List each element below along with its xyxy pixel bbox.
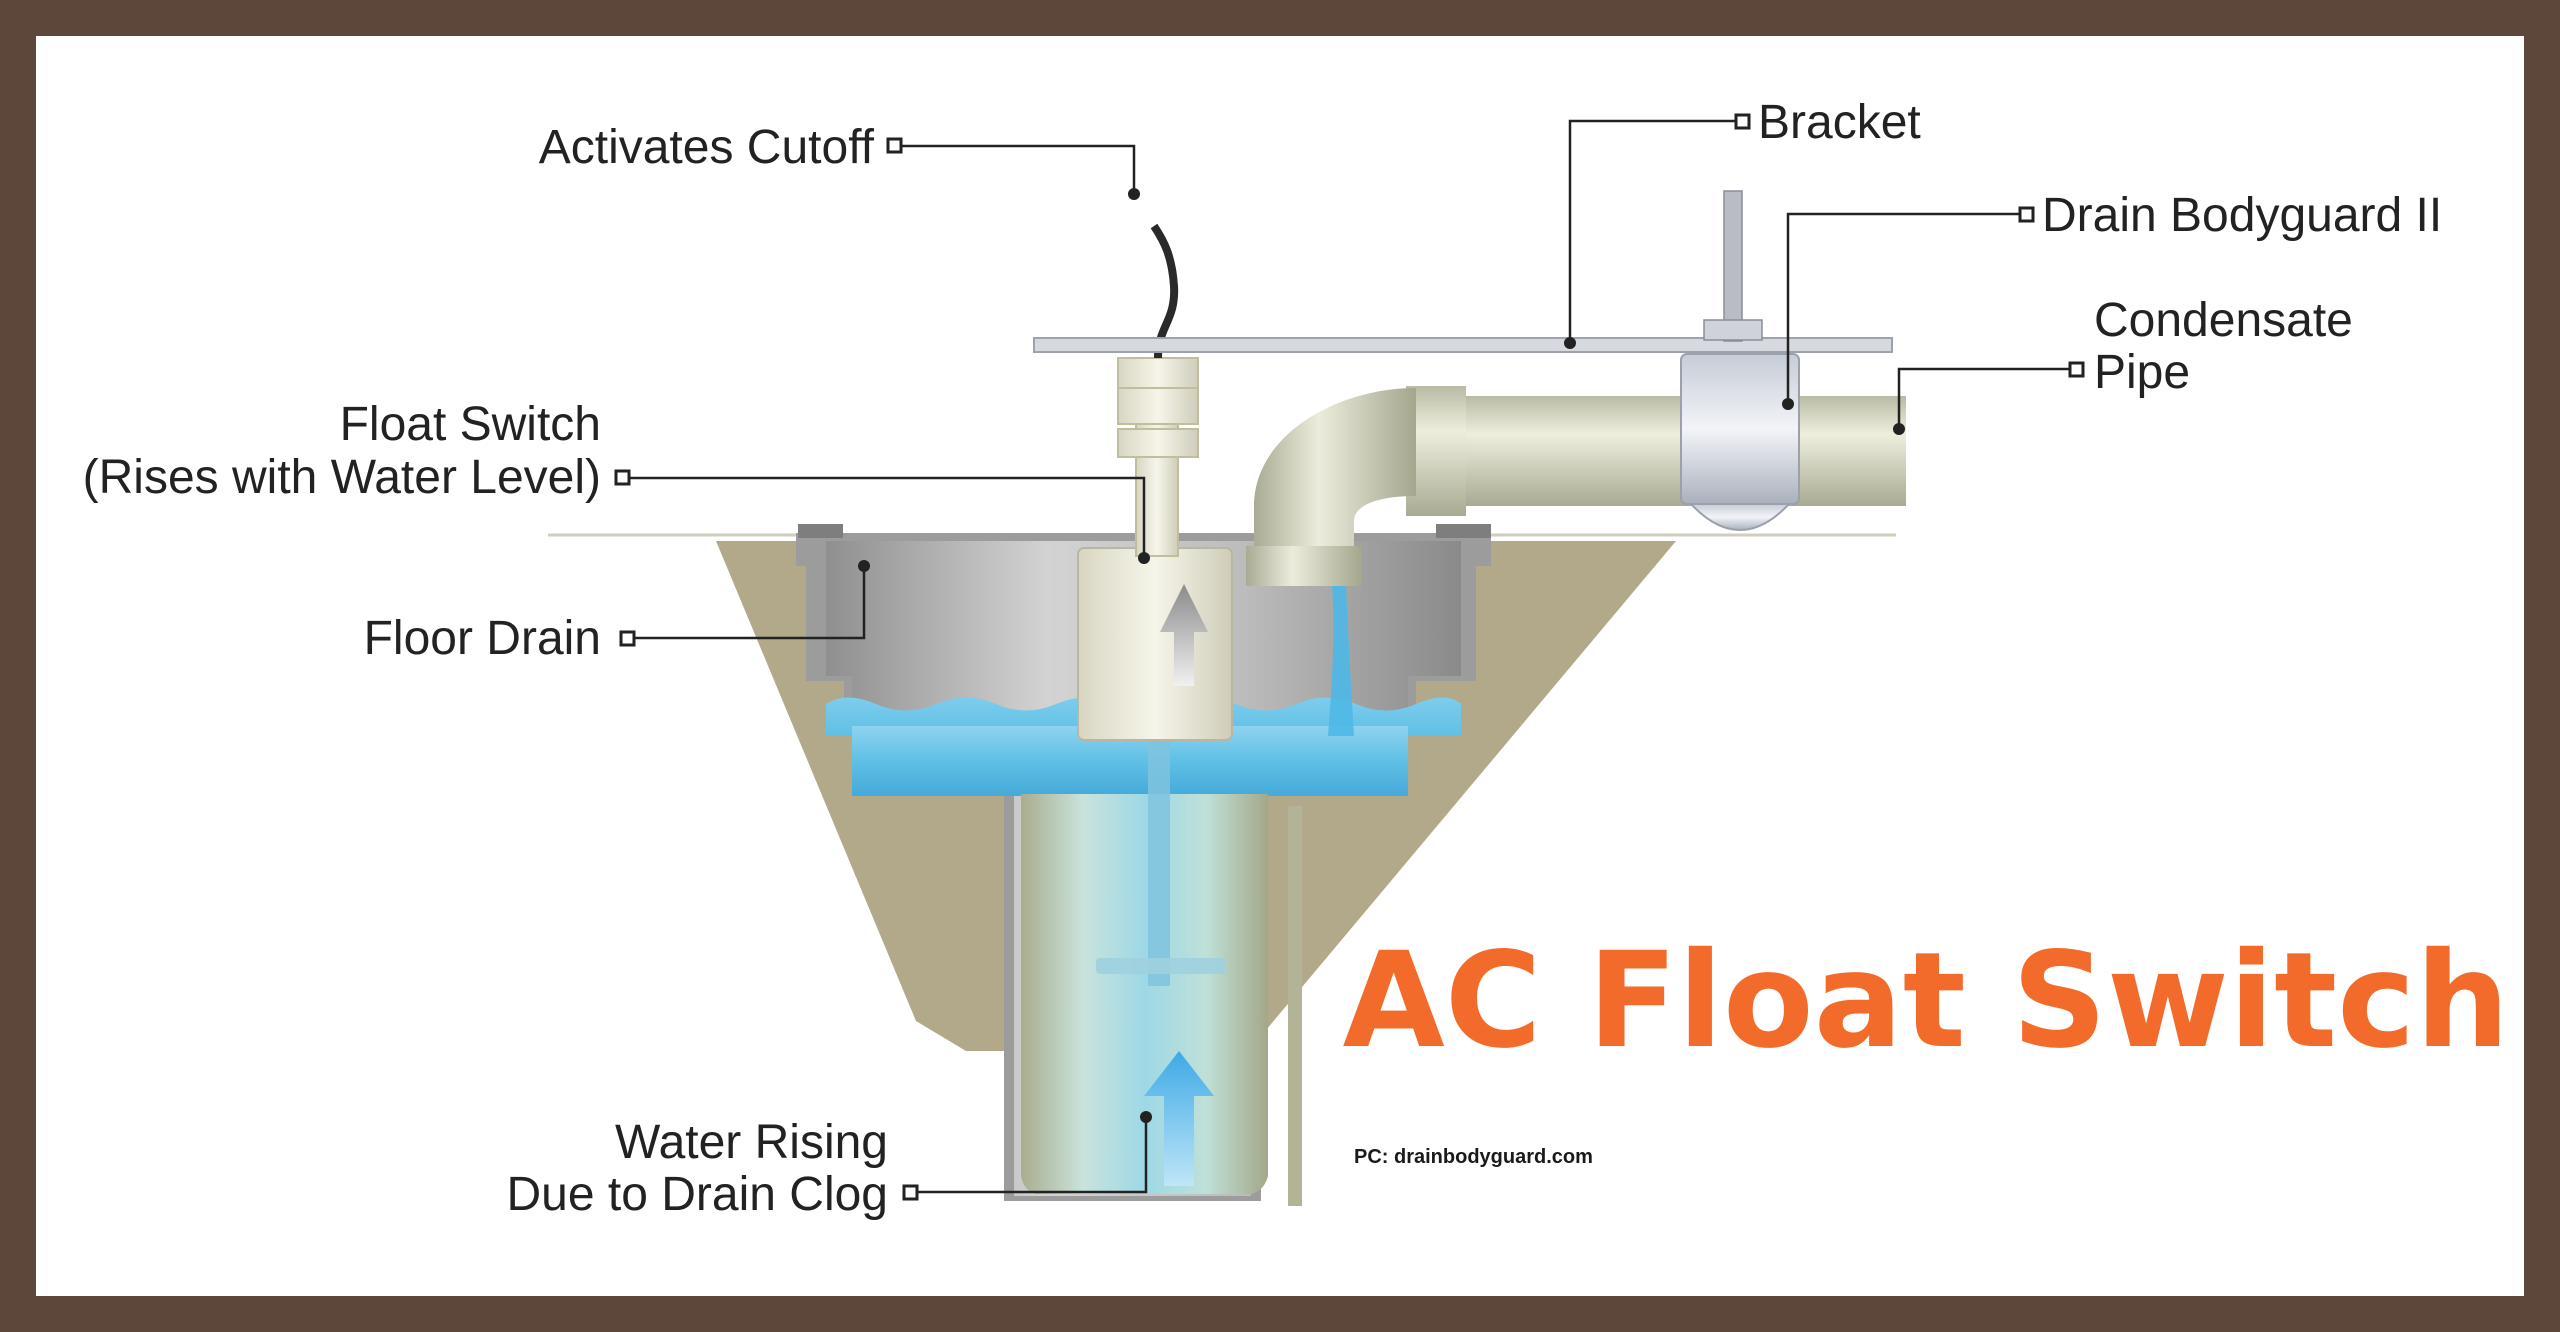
threaded-rod (1723, 190, 1743, 342)
drain-flange-left (798, 524, 843, 538)
label-water-rising-line2: Due to Drain Clog (506, 1168, 888, 1221)
float-switch-body (1077, 547, 1233, 741)
tag-bracket (1734, 113, 1751, 130)
bracket-plate (1033, 337, 1893, 353)
label-floor-drain: Floor Drain (364, 612, 601, 665)
leader-drain-bodyguard (1786, 212, 2020, 404)
dot-drain-bodyguard (1782, 398, 1794, 410)
label-float-switch-line2: (Rises with Water Level) (83, 451, 601, 504)
leader-floor-drain (631, 566, 866, 640)
diagram-frame: Activates Cutoff Bracket Drain Bodyguard… (36, 36, 2524, 1296)
pipe-elbow (1254, 388, 1416, 584)
tag-condensate-pipe (2068, 361, 2085, 378)
photo-credit: PC: drainbodyguard.com (1354, 1146, 1593, 1168)
label-bracket: Bracket (1758, 96, 1921, 149)
rod-nut (1703, 319, 1763, 341)
dot-activates-cutoff (1128, 188, 1140, 200)
dot-floor-drain (858, 560, 870, 572)
float-rise-arrow (1160, 584, 1208, 686)
leader-float-switch (626, 476, 1146, 556)
cutoff-cable (1150, 223, 1179, 359)
dot-float-switch (1138, 552, 1150, 564)
label-condensate-line1: Condensate (2094, 294, 2353, 347)
label-drain-bodyguard: Drain Bodyguard II (2042, 189, 2442, 242)
water-rising-arrow (1144, 1051, 1214, 1186)
drain-tube (1021, 794, 1268, 1194)
float-switch-nut-top (1117, 357, 1199, 389)
pipe-outlet (1246, 546, 1362, 586)
float-switch-diagram: Activates Cutoff Bracket Drain Bodyguard… (83, 96, 2510, 1221)
dot-bracket (1564, 337, 1576, 349)
tag-activates-cutoff (886, 137, 903, 154)
tag-float-switch (614, 469, 631, 486)
float-switch-nut-bottom (1117, 428, 1199, 458)
label-condensate-line2: Pipe (2094, 346, 2190, 399)
tag-floor-drain (619, 630, 636, 647)
condensate-pipe (1446, 396, 1906, 506)
drain-tube-edge (1288, 806, 1302, 1206)
dot-condensate-pipe (1893, 423, 1905, 435)
tag-water-rising (902, 1184, 919, 1201)
drain-flange-right (1436, 524, 1491, 538)
drain-bodyguard-bottom (1688, 503, 1792, 531)
diagram-title: AC Float Switch (1343, 924, 2510, 1078)
label-float-switch-line1: Float Switch (340, 398, 601, 451)
float-rod (1148, 736, 1170, 986)
leader-activates-cutoff (898, 144, 1136, 189)
dot-water-rising (1140, 1111, 1152, 1123)
leader-bracket (1568, 119, 1736, 343)
label-water-rising-line1: Water Rising (615, 1116, 888, 1169)
label-activates-cutoff: Activates Cutoff (539, 121, 875, 174)
float-switch-nut (1117, 387, 1199, 425)
tag-drain-bodyguard (2018, 206, 2035, 223)
rod-stop (1096, 958, 1226, 974)
water-drip (1328, 586, 1354, 736)
drain-bodyguard-clamp (1680, 353, 1800, 505)
leader-water-rising (916, 1117, 1148, 1194)
leader-condensate-pipe (1897, 367, 2070, 429)
